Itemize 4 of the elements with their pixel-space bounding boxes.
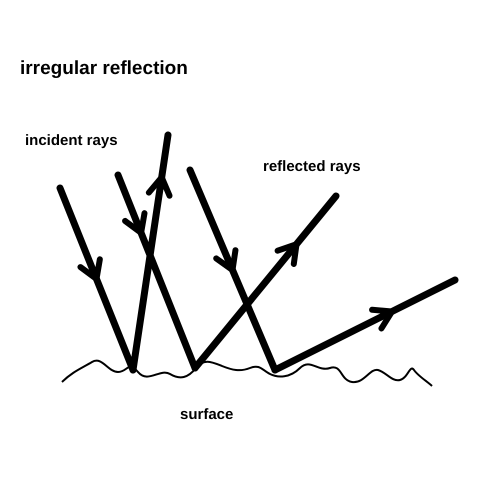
text-label: surface — [180, 406, 234, 423]
text-label: reflected rays — [263, 158, 361, 175]
diagram-title: irregular reflection — [20, 58, 188, 80]
text-label: incident rays — [25, 132, 118, 149]
